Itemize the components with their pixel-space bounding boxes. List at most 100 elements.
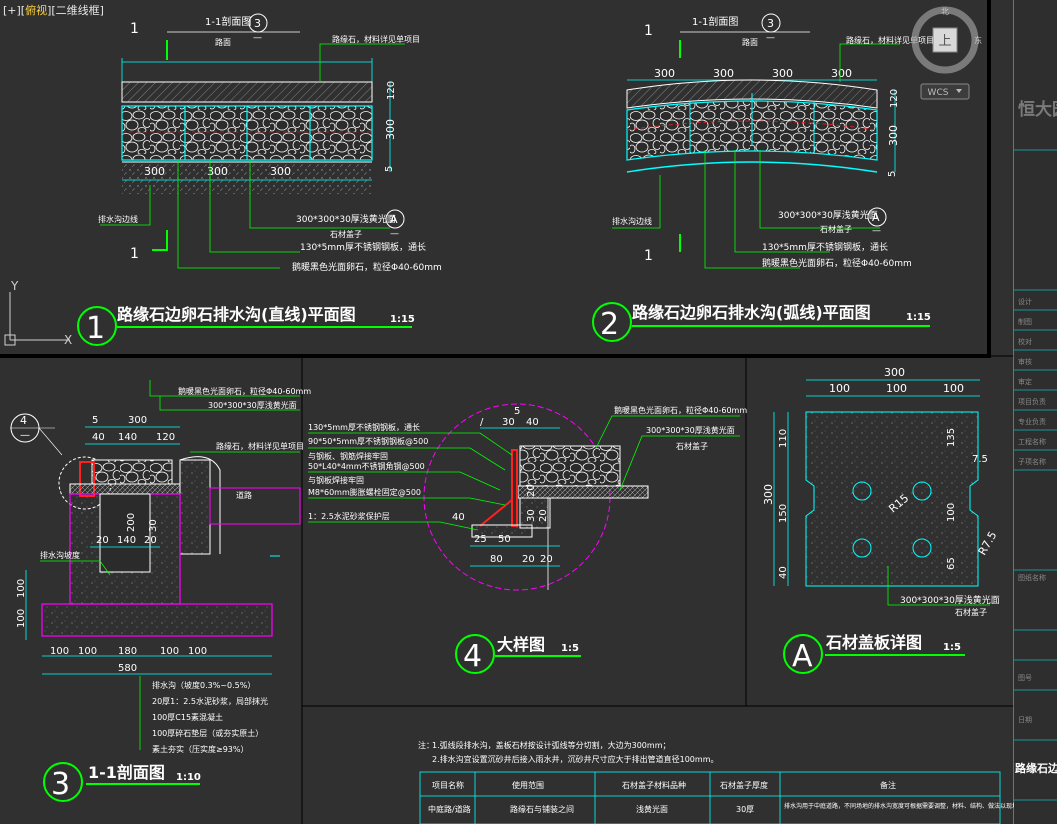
table-header: 备注 [880, 780, 896, 790]
d2-title: 路缘石边卵石排水沟(弧线)平面图 [632, 303, 871, 322]
svg-text:140: 140 [117, 535, 136, 546]
svg-text:路缘石，材料详见单项目: 路缘石，材料详见单项目 [332, 34, 420, 44]
svg-text:素土夯实（压实度≥93%）: 素土夯实（压实度≥93%） [152, 744, 248, 754]
wcs-menu-button[interactable] [920, 83, 970, 100]
view-cube-face[interactable] [932, 27, 958, 53]
svg-text:—: — [390, 229, 399, 239]
view-cube-face-label[interactable]: 上 [938, 34, 951, 49]
drawing-2-curved-plan: 1-1剖面图 3 — 1 1 路面 300 300 300 300 [592, 13, 934, 342]
svg-text:3: 3 [51, 767, 70, 802]
svg-text:石材盖子: 石材盖子 [676, 441, 708, 451]
svg-text:与钢板焊接牢固: 与钢板焊接牢固 [308, 475, 364, 485]
table-cell: 中庭路/道路 [428, 804, 471, 814]
svg-text:鹅暖黑色光面卵石，粒径Φ40-60mm: 鹅暖黑色光面卵石，粒径Φ40-60mm [178, 386, 311, 396]
svg-text:石材盖子: 石材盖子 [820, 224, 852, 234]
svg-text:排水沟边线: 排水沟边线 [612, 216, 652, 226]
material-table: 项目名称 使用范围 石材盖子材料品种 石材盖子厚度 备注 中庭路/道路 路缘石与… [419, 771, 1030, 824]
svg-text:R7.5: R7.5 [976, 529, 1000, 557]
svg-text:20: 20 [538, 509, 549, 522]
table-header: 使用范围 [512, 780, 544, 790]
svg-text:580: 580 [118, 663, 137, 674]
title-block: 恒大园 设计 制图 校对 审核 审定 项目负责 专业负责 工程名称 [1014, 0, 1057, 824]
svg-text:M8*60mm膨胀螺栓固定@500: M8*60mm膨胀螺栓固定@500 [308, 487, 421, 497]
table-cell: 路缘石与铺装之间 [510, 804, 574, 814]
svg-text:30: 30 [502, 417, 515, 428]
svg-text:子项名称: 子项名称 [1018, 457, 1046, 466]
notes: 注： 1.弧线段排水沟，盖板石材按设计弧线等分切割，大边为300mm； 2.排水… [418, 740, 719, 764]
svg-text:1: 1 [644, 248, 653, 264]
svg-text:300: 300 [884, 366, 905, 379]
svg-text:300: 300 [144, 165, 165, 178]
svg-text:1:10: 1:10 [176, 772, 201, 783]
svg-text:1.弧线段排水沟，盖板石材按设计弧线等分切割，大边为300m: 1.弧线段排水沟，盖板石材按设计弧线等分切割，大边为300mm； [432, 740, 671, 750]
svg-text:40: 40 [778, 566, 789, 579]
svg-text:5: 5 [514, 406, 520, 417]
svg-text:110: 110 [778, 429, 789, 448]
d1-section-ref: 3 [254, 17, 261, 30]
svg-text:300: 300 [713, 67, 734, 80]
svg-text:100厚碎石垫层（或夯实原土）: 100厚碎石垫层（或夯实原土） [152, 728, 263, 738]
svg-text:1:5: 1:5 [943, 642, 961, 653]
view-cube-east[interactable]: 东 [974, 35, 982, 45]
svg-text:—: — [872, 226, 881, 236]
svg-text:20: 20 [540, 554, 553, 565]
svg-text:20: 20 [144, 535, 157, 546]
viewport-view-label[interactable]: 俯视 [25, 4, 48, 17]
d3-layer-list: 排水沟（坡度0.3%~0.5%） 20厚1：2.5水泥砂浆，局部抹光 100厚C… [152, 680, 268, 754]
svg-text:注：: 注： [418, 740, 434, 750]
svg-text:120: 120 [386, 81, 397, 100]
chevron-down-icon[interactable] [956, 89, 962, 93]
d4-callouts-left: 130*5mm厚不锈钢钢板，通长 90*50*5mm厚不锈钢钢板@500 与钢板… [308, 422, 428, 521]
viewport-bracket-label[interactable]: [+][ [3, 4, 26, 17]
svg-text:300: 300 [207, 165, 228, 178]
drawing-1-straight-plan: 1-1剖面图 3 — 1 1 路面 [77, 13, 442, 346]
svg-text:项目负责: 项目负责 [1018, 397, 1046, 406]
view-cube[interactable]: 上 北 东 WCS [905, 4, 985, 104]
viewport-visual-style-label[interactable]: ][二维线框] [47, 4, 104, 17]
drawing-4-detail: / 30 5 40 40 20 30 20 25 50 80 [308, 403, 747, 674]
drawing-name: 路缘石边 [1015, 761, 1057, 775]
svg-text:40: 40 [526, 417, 539, 428]
dA-dims-top-sub: 100 100 100 [829, 382, 964, 395]
svg-text:65: 65 [946, 557, 957, 570]
svg-text:—: — [766, 33, 775, 43]
d1-title: 路缘石边卵石排水沟(直线)平面图 [117, 305, 356, 324]
svg-text:100厚C15素混凝土: 100厚C15素混凝土 [152, 712, 223, 722]
svg-text:X: X [64, 333, 72, 347]
view-cube-north[interactable]: 北 [941, 7, 949, 16]
ucs-icon: Y X [4, 279, 72, 347]
svg-text:恒大园: 恒大园 [1018, 99, 1057, 120]
svg-text:5: 5 [92, 415, 98, 426]
d4-dims-mid: 40 20 30 20 [452, 484, 549, 523]
svg-text:工程名称: 工程名称 [1018, 437, 1046, 446]
svg-text:设计: 设计 [1018, 297, 1032, 306]
svg-text:80: 80 [490, 554, 503, 565]
wcs-label[interactable]: WCS [928, 88, 949, 98]
svg-text:/: / [480, 417, 484, 428]
svg-text:100: 100 [943, 382, 964, 395]
svg-text:180: 180 [118, 646, 137, 657]
svg-text:5: 5 [384, 166, 395, 172]
table-cell: 30厚 [736, 805, 754, 814]
svg-text:300: 300 [384, 119, 397, 140]
d4-dims-top: / 30 5 40 [480, 406, 539, 428]
d1-cut-label-bottom: 1 [130, 246, 139, 262]
svg-text:120: 120 [889, 89, 900, 108]
svg-text:排水沟边线: 排水沟边线 [98, 214, 138, 224]
table-header: 石材盖子厚度 [720, 780, 768, 790]
svg-text:100: 100 [16, 579, 27, 598]
svg-text:1:15: 1:15 [906, 312, 931, 323]
d1-dims-bottom: 300 300 300 [144, 165, 291, 178]
view-cube-compass-ring[interactable] [911, 6, 979, 74]
svg-text:300*300*30厚浅黄光面: 300*300*30厚浅黄光面 [646, 425, 735, 435]
svg-text:A: A [792, 639, 813, 674]
svg-text:100: 100 [160, 646, 179, 657]
svg-text:120: 120 [156, 432, 175, 443]
svg-text:100: 100 [829, 382, 850, 395]
viewport-controls-label[interactable]: [+][俯视][二维线框] [3, 2, 104, 18]
d3-dims-bottom: 100 100 180 100 100 [50, 646, 207, 657]
d2-dims-top: 300 300 300 300 [654, 67, 852, 80]
drawing-3-section: 4 — 5 300 40 140 120 道路 200 [10, 380, 311, 802]
